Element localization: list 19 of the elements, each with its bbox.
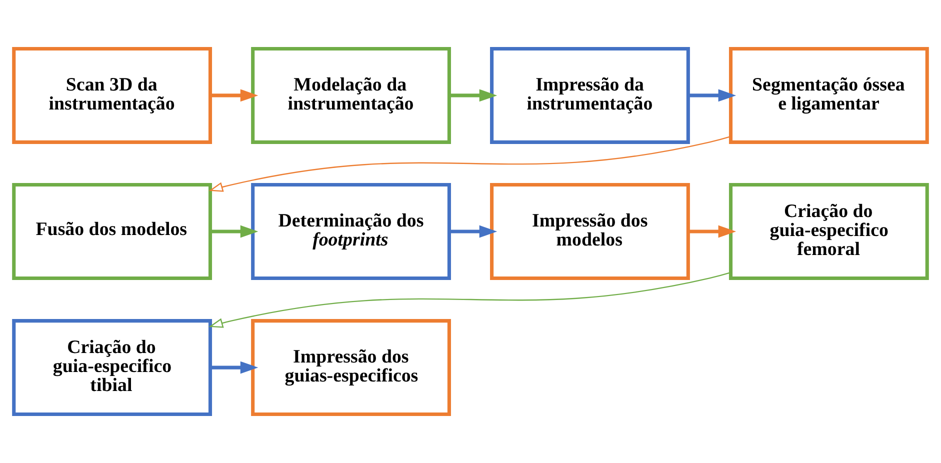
node-box: Impressão dos modelos xyxy=(490,183,690,280)
arrow xyxy=(450,89,498,102)
arrow xyxy=(688,89,736,102)
node-box: Criação do guia-especifico femoral xyxy=(728,183,929,280)
node-box: Segmentação óssea e ligamentar xyxy=(728,46,929,144)
arrow xyxy=(208,272,731,328)
arrow xyxy=(688,225,736,238)
arrow xyxy=(210,361,258,374)
arrow xyxy=(210,225,258,238)
arrow xyxy=(208,136,731,192)
node-box: Fusão dos modelos xyxy=(12,183,212,280)
node-box: Impressão da instrumentação xyxy=(490,46,690,144)
node-box: Determinação dos footprints xyxy=(251,183,451,280)
arrow xyxy=(450,225,498,238)
node-box: Impressão dos guias-especificos xyxy=(251,319,451,416)
node-box: Modelação da instrumentação xyxy=(251,46,451,144)
node-box: Scan 3D da instrumentação xyxy=(12,46,212,144)
node-box: Criação do guia-especifico tibial xyxy=(12,319,212,416)
arrow xyxy=(210,89,258,102)
